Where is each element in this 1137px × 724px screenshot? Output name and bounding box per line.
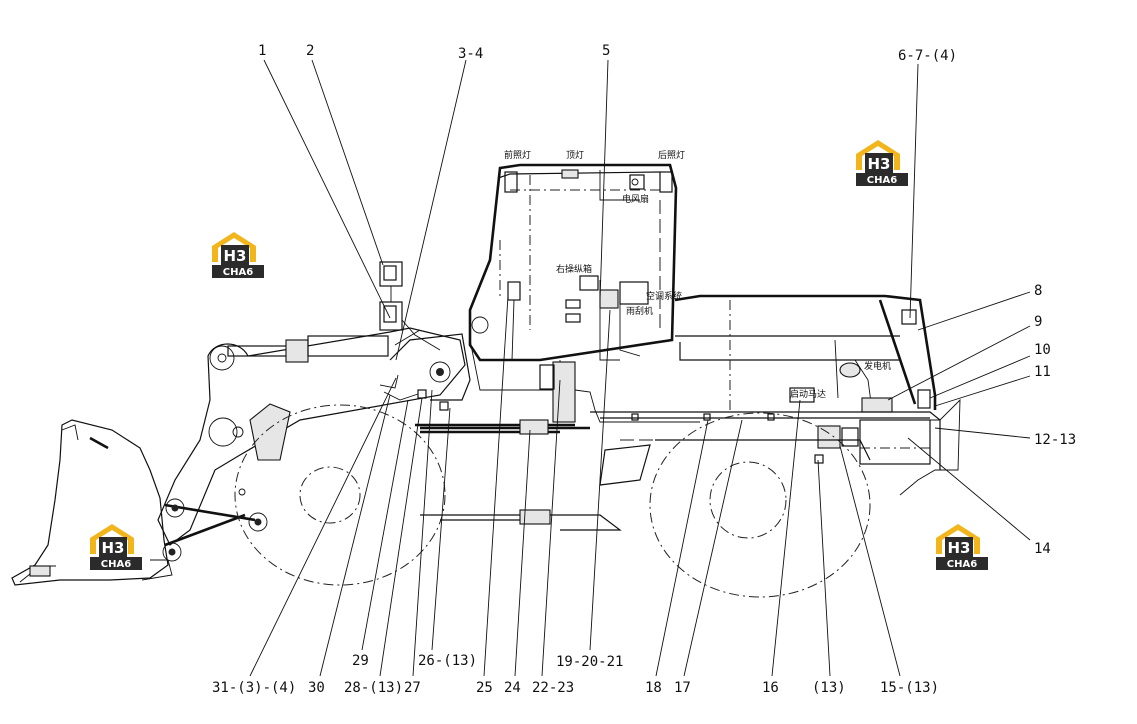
callout-14: 14: [1034, 541, 1051, 557]
callout-6-7: 6-7-(4): [898, 48, 957, 64]
label-alternator: 发电机: [864, 360, 891, 372]
boom-arm: [157, 327, 466, 562]
callout-13: (13): [812, 680, 846, 696]
label-fan: 电风扇: [622, 193, 649, 205]
callout-24: 24: [504, 680, 521, 696]
callout-19-20-21: 19-20-21: [556, 654, 623, 670]
callout-18: 18: [645, 680, 662, 696]
rear-hood: [590, 294, 961, 496]
callout-25: 25: [476, 680, 493, 696]
callout-27: 27: [404, 680, 421, 696]
svg-text:CHA6: CHA6: [223, 267, 253, 278]
callout-17: 17: [674, 680, 691, 696]
front-work-lights: [379, 261, 441, 351]
lift-cylinder: [227, 335, 389, 363]
callout-8: 8: [1034, 283, 1042, 299]
callout-26: 26-(13): [418, 653, 477, 669]
label-wiper: 雨刮机: [626, 305, 653, 317]
callout-15: 15-(13): [880, 680, 939, 696]
loader-body: [11, 163, 961, 598]
label-top-lamp: 顶灯: [566, 150, 584, 161]
watermark-logo-2: CHA6: [856, 140, 908, 186]
callout-31: 31-(3)-(4): [212, 680, 296, 696]
callout-labels: 1 2 3-4 5 6-7-(4) 8 9 10 11 12-13 14 15-…: [212, 43, 1076, 696]
component-labels: 前照灯 顶灯 后照灯 电风扇 右操纵箱 空调系统 雨刮机 发电机 启动马达: [504, 149, 891, 400]
callout-1: 1: [258, 43, 266, 59]
callout-3-4: 3-4: [458, 46, 483, 62]
label-ac-system: 空调系统: [646, 290, 682, 302]
callout-5: 5: [602, 43, 610, 59]
callout-12-13: 12-13: [1034, 432, 1076, 448]
wheels: [234, 404, 871, 598]
label-starter: 启动马达: [790, 388, 826, 400]
callout-10: 10: [1034, 342, 1051, 358]
callout-30: 30: [308, 680, 325, 696]
svg-text:CHA6: CHA6: [947, 559, 977, 570]
label-right-console: 右操纵箱: [556, 263, 592, 275]
watermark-logo-1: CHA6: [212, 232, 264, 278]
callout-16: 16: [762, 680, 779, 696]
callout-11: 11: [1034, 364, 1051, 380]
svg-text:CHA6: CHA6: [101, 559, 131, 570]
watermark-logo-4: CHA6: [936, 524, 988, 570]
bucket: [11, 419, 173, 586]
watermark-logo-3: CHA6: [90, 524, 142, 570]
callout-28: 28-(13): [344, 680, 403, 696]
callout-22-23: 22-23: [532, 680, 574, 696]
callout-2: 2: [306, 43, 314, 59]
svg-text:CHA6: CHA6: [867, 175, 897, 186]
label-front-lamp: 前照灯: [504, 149, 531, 161]
callout-9: 9: [1034, 314, 1042, 330]
front-frame: [389, 329, 575, 434]
callout-29: 29: [352, 653, 369, 669]
main-harness: [379, 374, 824, 464]
leader-lines: [249, 59, 1031, 677]
label-rear-lamp: 后照灯: [658, 150, 685, 161]
